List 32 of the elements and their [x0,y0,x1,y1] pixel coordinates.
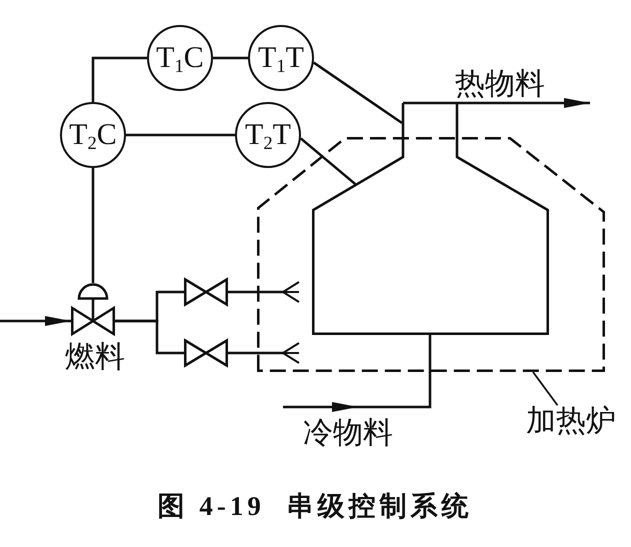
vessel-outline [312,103,549,335]
edge-label: 热物料 [454,68,546,100]
hand-valve-symbol [184,339,228,367]
instrument-circle [235,102,301,168]
figure-caption: 图 4-19 串级控制系统 [158,492,472,520]
signal-line [300,138,357,186]
signal-line [126,134,235,136]
pipe-line [228,290,283,294]
signal-line [312,62,403,124]
pipe-line [228,352,283,354]
flow-arrow [283,335,432,412]
valve-label: 燃料 [65,341,125,373]
signal-line [92,168,94,283]
edge-label: 冷物料 [302,417,394,449]
instrument-circle [60,102,126,168]
hand-valve-symbol [184,278,228,306]
burner-symbol [283,343,299,363]
pipe-line [115,320,184,354]
control-valve-symbol [71,283,115,337]
burner-symbol [283,282,299,302]
instrument-tag: T$_{2}$T [245,120,291,150]
flow-arrow [0,316,71,326]
instrument-circle [147,25,213,91]
signal-line [92,56,147,102]
furnace-label: 加热炉 [526,405,616,437]
flow-arrow [403,98,590,108]
instrument-tag: T$_{1}$T [258,43,304,73]
instrument-circle [248,25,314,91]
instrument-tag: T$_{2}$C [69,120,117,150]
instrument-tag: T$_{1}$C [156,43,204,73]
signal-line [213,56,248,60]
leader-line [532,371,558,406]
